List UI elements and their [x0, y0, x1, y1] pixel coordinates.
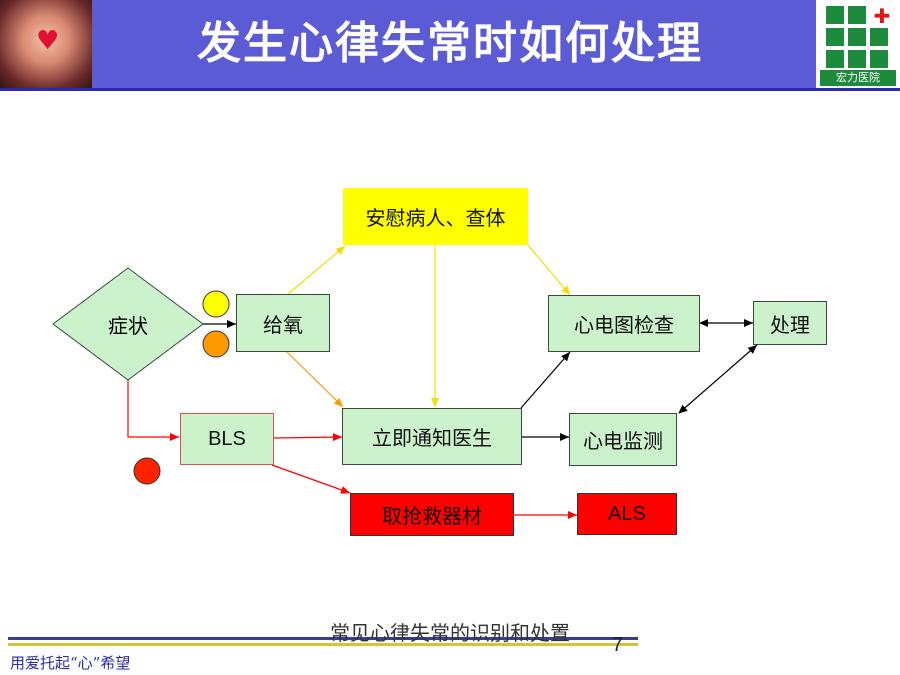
- status-circle-orange: [202, 330, 230, 358]
- hospital-logo: ✚ 宏力医院: [816, 0, 900, 88]
- node-treat: 处理: [753, 301, 827, 345]
- node-fetch-equipment: 取抢救器材: [350, 493, 514, 536]
- heart-icon: ♥: [36, 26, 60, 56]
- footer-rule-blue: [8, 637, 638, 640]
- arrow-comfort-to-ecg: [526, 243, 571, 296]
- logo-grid-icon: ✚: [826, 6, 890, 70]
- node-bls: BLS: [180, 413, 274, 465]
- arrow-notify-to-ecg: [520, 351, 571, 409]
- red-cross-icon: ✚: [873, 4, 891, 28]
- node-ecg-monitor: 心电监测: [569, 413, 677, 466]
- node-symptom-label: 症状: [108, 313, 148, 338]
- header-heart-hands-image: ♥: [0, 0, 92, 88]
- arrow-monitor-treat-bidirectional: [678, 344, 758, 414]
- arrow-symptom-to-bls: [127, 380, 179, 441]
- logo-text: 宏力医院: [820, 70, 896, 86]
- arrow-oxygen-to-notify: [286, 351, 344, 408]
- header-divider: [0, 88, 900, 91]
- footer-rule-gold: [8, 643, 638, 646]
- node-als: ALS: [577, 493, 677, 535]
- status-circle-yellow: [202, 290, 230, 318]
- arrow-bls-to-notify: [272, 433, 343, 442]
- node-oxygen: 给氧: [236, 294, 330, 352]
- footer-slogan: 用爱托起“心”希望: [10, 654, 131, 672]
- page-title: 发生心律失常时如何处理: [197, 18, 703, 69]
- header-bar: ♥ 发生心律失常时如何处理 ✚ 宏力医院: [0, 0, 900, 88]
- node-notify-doctor: 立即通知医生: [342, 408, 522, 465]
- arrow-bls-to-rescue: [271, 464, 351, 494]
- footer-course-title: 常见心律失常的识别和处置: [330, 621, 570, 645]
- page-number: 7: [612, 634, 624, 656]
- node-comfort-patient: 安慰病人、查体: [343, 188, 528, 245]
- node-ecg-exam: 心电图检查: [548, 295, 700, 352]
- status-circle-red: [133, 457, 161, 485]
- arrow-oxygen-to-comfort: [287, 245, 346, 295]
